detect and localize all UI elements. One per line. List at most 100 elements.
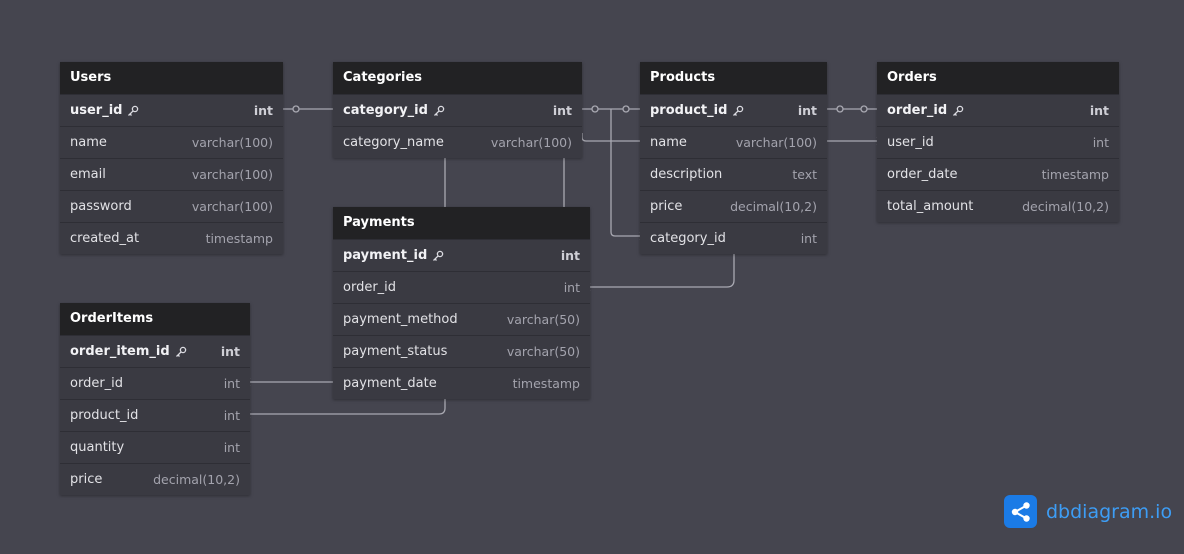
field-name-wrap: price [650,199,682,214]
field-row[interactable]: category_id int [333,94,582,126]
table-header-categories[interactable]: Categories [333,62,582,94]
field-name: order_id [887,103,948,118]
table-users[interactable]: Users user_id int name varchar(100) email varc… [60,62,283,254]
relation-line [250,398,446,415]
brand-badge[interactable]: dbdiagram.io [1004,495,1172,528]
field-name-wrap: quantity [70,440,124,455]
field-row[interactable]: product_id int [60,399,250,431]
table-header-products[interactable]: Products [640,62,827,94]
field-name: price [650,199,683,214]
field-name-wrap: email [70,167,106,182]
field-name-wrap: password [70,199,132,214]
field-row[interactable]: payment_id int [333,239,590,271]
field-type: varchar(100) [490,135,572,150]
primary-key-icon [127,105,139,117]
brand-name: dbdiagram.io [1046,500,1173,523]
field-type: int [800,231,817,246]
field-name: name [70,135,107,150]
field-type: varchar(100) [191,167,273,182]
relation-one-end [591,105,599,113]
table-categories[interactable]: Categories category_id int category_name var… [333,62,582,158]
field-type: timestamp [512,376,580,391]
relation-one-end [292,105,300,113]
field-row[interactable]: user_id int [60,94,283,126]
field-name: price [70,472,103,487]
field-name-wrap: order_id [887,103,964,118]
field-name: payment_date [343,376,437,391]
field-type: int [223,408,240,423]
relation-one-end [860,105,868,113]
field-row[interactable]: description text [640,158,827,190]
field-name: user_id [70,103,123,118]
field-type: text [792,167,817,182]
field-name: order_item_id [70,344,170,359]
field-row[interactable]: order_item_id int [60,335,250,367]
field-name-wrap: name [70,135,107,150]
primary-key-icon [732,105,744,117]
field-name-wrap: user_id [887,135,934,150]
field-type: int [560,248,580,263]
field-name: category_id [650,231,726,246]
field-name: payment_status [343,344,448,359]
field-type: int [797,103,817,118]
field-name: created_at [70,231,140,246]
field-row[interactable]: category_name varchar(100) [333,126,582,158]
field-name: email [70,167,106,182]
field-name-wrap: order_id [343,280,396,295]
field-type: int [552,103,572,118]
field-row[interactable]: name varchar(100) [60,126,283,158]
field-name-wrap: total_amount [887,199,973,214]
field-name-wrap: category_id [343,103,445,118]
field-name-wrap: product_id [650,103,744,118]
relation-one-end [622,105,630,113]
field-name-wrap: payment_id [343,248,444,263]
field-name: payment_method [343,312,458,327]
table-header-payments[interactable]: Payments [333,207,590,239]
field-name: category_id [343,103,428,118]
share-nodes-icon [1004,495,1037,528]
field-row[interactable]: product_id int [640,94,827,126]
field-type: int [220,344,240,359]
relation-line [581,133,640,142]
field-name-wrap: payment_date [343,376,437,391]
field-name: name [650,135,687,150]
field-name-wrap: description [650,167,722,182]
field-name-wrap: created_at [70,231,139,246]
field-name: user_id [887,135,934,150]
field-type: int [223,376,240,391]
field-type: varchar(100) [191,135,273,150]
field-type: int [253,103,273,118]
field-row[interactable]: payment_status varchar(50) [333,335,590,367]
field-name: category_name [343,135,444,150]
field-row[interactable]: category_id int [640,222,827,254]
field-name: order_id [343,280,397,295]
relation-line [590,253,735,288]
field-row[interactable]: email varchar(100) [60,158,283,190]
table-header-orderitems[interactable]: OrderItems [60,303,250,335]
field-name-wrap: payment_status [343,344,447,359]
field-row[interactable]: payment_date timestamp [333,367,590,399]
field-name: product_id [70,408,139,423]
table-header-users[interactable]: Users [60,62,283,94]
table-header-orders[interactable]: Orders [877,62,1119,94]
field-type: varchar(50) [506,344,580,359]
relation-one-end [836,105,844,113]
